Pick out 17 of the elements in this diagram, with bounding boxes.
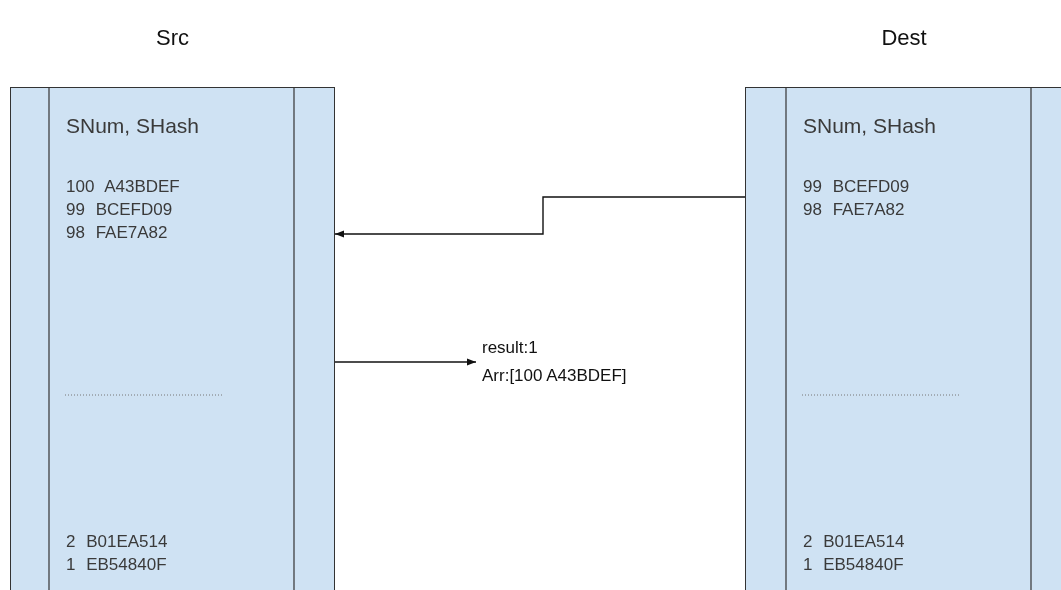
table-row: 2 B01EA514 (66, 532, 168, 552)
column-title: Dest (880, 25, 928, 51)
table-row: 98 FAE7A82 (66, 223, 168, 243)
result-text: result:1 (482, 337, 539, 359)
table-row: 99 BCEFD09 (803, 177, 910, 197)
table-row: 99 BCEFD09 (66, 200, 173, 220)
column-title: Src (155, 25, 190, 51)
table-row: 1 EB54840F (66, 555, 167, 575)
column-header: SNum, SHash (66, 114, 200, 138)
arrow (334, 358, 477, 366)
column-header: SNum, SHash (803, 114, 937, 138)
table-row: 2 B01EA514 (803, 532, 905, 552)
table-row: 100 A43BDEF (66, 177, 180, 197)
result-text: Arr:[100 A43BDEF] (482, 365, 628, 387)
arrow (334, 196, 746, 238)
table-row: 98 FAE7A82 (803, 200, 905, 220)
table-row: 1 EB54840F (803, 555, 904, 575)
